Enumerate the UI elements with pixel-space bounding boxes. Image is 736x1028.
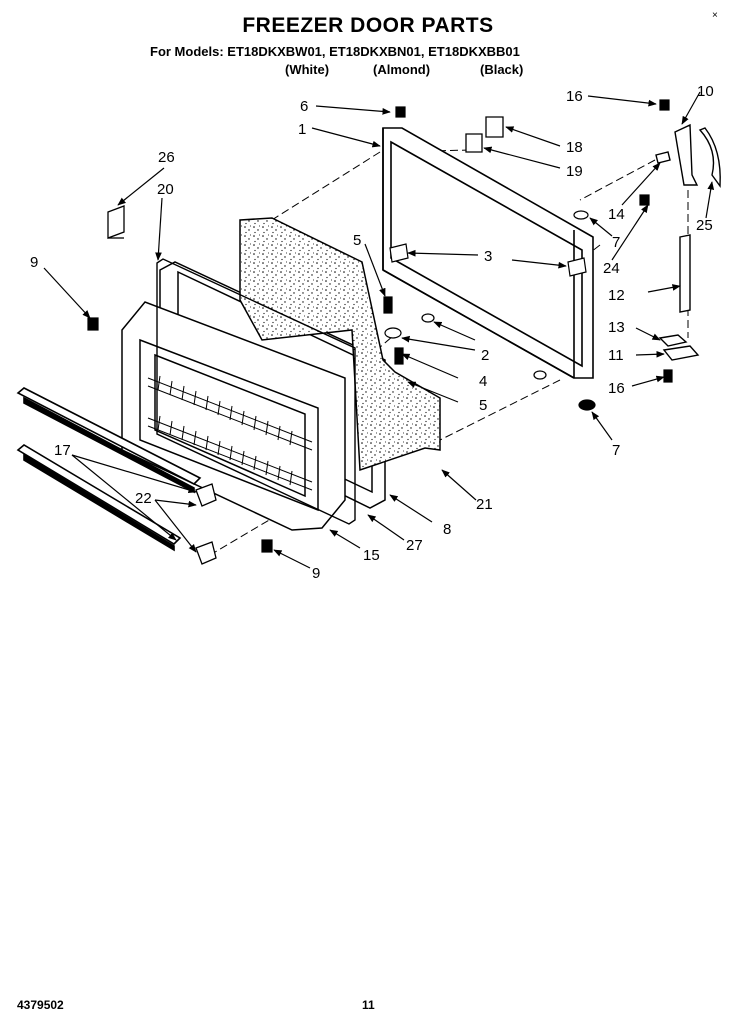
callout-16-bottom: 16 <box>608 380 625 397</box>
callout-7-top: 7 <box>612 234 620 251</box>
color-black: (Black) <box>480 62 524 77</box>
callout-9-bottom: 9 <box>312 565 320 582</box>
callout-26: 26 <box>158 149 175 166</box>
inner-door-liner <box>121 301 346 531</box>
door-shelf-bars <box>16 387 202 552</box>
corner-mark: × <box>712 10 718 21</box>
hinge-pins <box>384 210 596 411</box>
callout-20: 20 <box>157 181 174 198</box>
callout-labels: 6 1 18 19 16 10 26 20 14 25 7 5 3 24 9 1… <box>30 83 714 582</box>
callout-1: 1 <box>298 121 306 138</box>
leader-arrows <box>43 91 715 569</box>
callout-4: 4 <box>479 373 487 390</box>
page-title: FREEZER DOOR PARTS <box>242 14 494 37</box>
screws <box>87 99 673 553</box>
screw-5-icon <box>383 296 393 314</box>
callout-8: 8 <box>443 521 451 538</box>
document-number: 4379502 <box>17 998 64 1012</box>
callout-6: 6 <box>300 98 308 115</box>
callout-17: 17 <box>54 442 71 459</box>
callout-27: 27 <box>406 537 423 554</box>
callout-18: 18 <box>566 139 583 156</box>
screw-5b-icon <box>394 347 404 365</box>
callout-19: 19 <box>566 163 583 180</box>
callout-5-bottom: 5 <box>479 397 487 414</box>
screw-6-icon <box>395 106 406 118</box>
callout-7-bottom: 7 <box>612 442 620 459</box>
color-white: (White) <box>285 62 330 77</box>
callout-5-top: 5 <box>353 232 361 249</box>
label-pads <box>465 116 504 153</box>
callout-13: 13 <box>608 319 625 336</box>
callout-3: 3 <box>484 248 492 265</box>
callout-11: 11 <box>608 347 624 364</box>
outer-door-panel <box>382 127 594 379</box>
page-number: 11 <box>362 998 375 1012</box>
clip-part-26 <box>107 205 125 239</box>
callout-24: 24 <box>603 260 620 277</box>
hinge-assembly <box>655 123 721 361</box>
screw-24-icon <box>639 194 650 206</box>
callout-21: 21 <box>476 496 493 513</box>
callout-10: 10 <box>697 83 714 100</box>
gasket-strip <box>156 258 356 525</box>
callout-25: 25 <box>696 217 713 234</box>
screw-16-top-icon <box>659 99 670 111</box>
callout-15: 15 <box>363 547 380 564</box>
shelf-end-caps <box>195 483 217 565</box>
liner-shelf-ribs <box>147 375 313 491</box>
model-numbers: For Models: ET18DKXBW01, ET18DKXBN01, ET… <box>150 44 520 59</box>
screw-9-top-icon <box>87 317 99 331</box>
callout-2: 2 <box>481 347 489 364</box>
callout-9-top: 9 <box>30 254 38 271</box>
foam-insulation <box>239 217 441 472</box>
callout-16-top: 16 <box>566 88 583 105</box>
screw-9-bottom-icon <box>261 539 273 553</box>
screw-16-bottom-icon <box>663 369 673 383</box>
callout-22: 22 <box>135 490 152 507</box>
callout-14: 14 <box>608 206 625 223</box>
callout-12: 12 <box>608 287 625 304</box>
color-almond: (Almond) <box>373 62 431 77</box>
